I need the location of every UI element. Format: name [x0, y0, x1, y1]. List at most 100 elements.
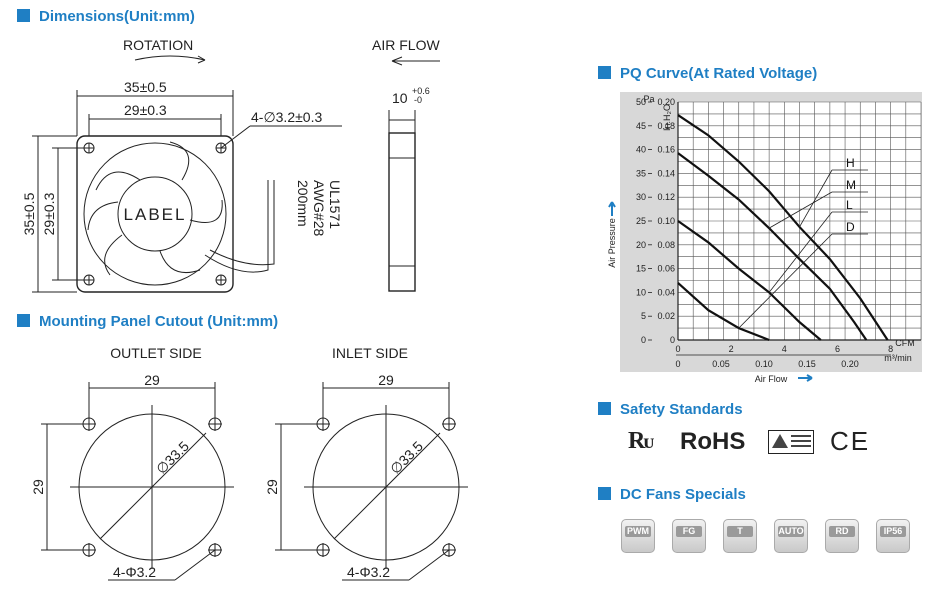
outlet-diameter: ∅33.5 [153, 438, 192, 477]
outlet-side-title: OUTLET SIDE [110, 345, 202, 361]
thickness-tol-upper: +0.6 [412, 86, 430, 96]
x-tick-m3: 0.15 [798, 359, 816, 369]
y-tick-pa: 5 [641, 311, 646, 321]
feature-badge-label: AUTO [778, 526, 804, 537]
auto-feature-icon: AUTO [774, 519, 808, 553]
curve-label-h: H [846, 156, 855, 170]
y-tick-pa: 45 [636, 121, 646, 131]
outlet-spacing-v: 29 [30, 479, 46, 495]
y-tick-inh2o: 0.06 [657, 264, 675, 274]
x-tick-cfm: 2 [729, 344, 734, 354]
outlet-holes: 4-Φ3.2 [113, 564, 156, 580]
y-tick-pa: 10 [636, 287, 646, 297]
fan-frame [76, 135, 234, 293]
curve-d [677, 282, 770, 342]
thickness-dim: 10 [392, 90, 408, 106]
x-tick-cfm: 8 [888, 344, 893, 354]
ul-mark-icon: Rᴜ [628, 428, 654, 455]
gs-certificate-icon [768, 430, 814, 454]
x-tick-m3: 0.10 [755, 359, 773, 369]
y-tick-pa: 30 [636, 192, 646, 202]
specials-title-text: DC Fans Specials [620, 486, 746, 503]
y-tick-pa: 50 [636, 97, 646, 107]
curve-leader [738, 233, 833, 329]
y-tick-pa: 25 [636, 216, 646, 226]
wire-spec-2: AWG#28 [311, 180, 327, 236]
section-marker-icon [598, 402, 611, 415]
ce-mark: CE [830, 426, 871, 456]
section-marker-icon [598, 487, 611, 500]
y-tick-pa: 15 [636, 264, 646, 274]
curve-label-l: L [846, 198, 853, 212]
y-tick-inh2o: 0.14 [657, 168, 675, 178]
y-unit-inh2o: In.H₂O [662, 104, 672, 131]
dimensions-section-title: Dimensions(Unit:mm) [17, 8, 195, 25]
y-tick-inh2o: 0.12 [657, 192, 675, 202]
mounting-section-title: Mounting Panel Cutout (Unit:mm) [17, 313, 278, 330]
hole-spec-dim: 4-∅3.2±0.3 [251, 109, 322, 125]
feature-badge-label: T [727, 526, 753, 537]
wire-spec-3: 200mm [295, 180, 311, 227]
mounting-cutout-drawing: OUTLET SIDE INLET SIDE 29 29 29 29 ∅33.5… [30, 345, 468, 581]
section-marker-icon [17, 314, 30, 327]
y-tick-pa: 40 [636, 145, 646, 155]
section-marker-icon [17, 9, 30, 22]
feature-badge-label: IP56 [880, 526, 906, 537]
curve-m [677, 152, 868, 341]
specials-section-title: DC Fans Specials [598, 486, 746, 503]
rd-feature-icon: RD [825, 519, 859, 553]
fan-dimension-drawing: ROTATION AIR FLOW 35±0.5 29±0.3 4-∅3.2±0… [21, 37, 440, 293]
x-axis-arrow-icon [798, 374, 813, 382]
y-tick-inh2o: 0.04 [657, 287, 675, 297]
x-tick-m3: 0 [675, 359, 680, 369]
curve-l [677, 220, 822, 341]
x-tick-cfm: 0 [675, 344, 680, 354]
fan-side-view [388, 132, 416, 292]
fan-label-text: LABEL [124, 205, 187, 224]
y-tick-pa: 35 [636, 168, 646, 178]
rohs-mark: RoHS [680, 428, 746, 455]
curve-leader [768, 211, 833, 293]
height-inner-dim: 29±0.3 [41, 192, 57, 235]
wire-spec-1: UL1571 [327, 180, 343, 229]
thickness-tol-lower: -0 [414, 95, 422, 105]
safety-section-title: Safety Standards [598, 401, 743, 418]
y-unit-pa: Pa [643, 94, 654, 104]
inlet-diameter: ∅33.5 [387, 438, 426, 477]
x-unit-m3: m³/min [884, 353, 912, 363]
x-axis-label: Air Flow [755, 374, 788, 384]
y-tick-pa: 0 [641, 335, 646, 345]
curve-leader [799, 169, 833, 228]
x-tick-m3: 0.05 [712, 359, 730, 369]
dimensions-title-text: Dimensions(Unit:mm) [39, 8, 195, 25]
y-tick-inh2o: 0.18 [657, 121, 675, 131]
y-tick-inh2o: 0.16 [657, 145, 675, 155]
y-tick-inh2o: 0.10 [657, 216, 675, 226]
y-tick-pa: 20 [636, 240, 646, 250]
feature-badge-label: FG [676, 526, 702, 537]
width-inner-dim: 29±0.3 [124, 102, 167, 118]
t-feature-icon: T [723, 519, 757, 553]
triangle-icon [772, 434, 788, 448]
pwm-feature-icon: PWM [621, 519, 655, 553]
ul-mark-u: ᴜ [643, 431, 654, 453]
feature-badge-label: RD [829, 526, 855, 537]
ip56-feature-icon: IP56 [876, 519, 910, 553]
y-tick-inh2o: 0.02 [657, 311, 675, 321]
x-tick-m3: 0.20 [841, 359, 859, 369]
x-tick-cfm: 4 [782, 344, 787, 354]
height-outer-dim: 35±0.5 [21, 192, 37, 235]
curve-leader [768, 191, 833, 229]
section-marker-icon [598, 66, 611, 79]
y-axis-label: Air Pressure [608, 218, 617, 268]
y-tick-inh2o: 0 [670, 335, 675, 345]
pq-section-title: PQ Curve(At Rated Voltage) [598, 65, 817, 82]
curve-label-d: D [846, 220, 855, 234]
curve-label-m: M [846, 178, 856, 192]
airflow-label: AIR FLOW [372, 37, 440, 53]
ul-mark-text: R [628, 428, 645, 454]
safety-title-text: Safety Standards [620, 401, 743, 418]
rotation-arrow-icon [134, 55, 206, 61]
mounting-title-text: Mounting Panel Cutout (Unit:mm) [39, 313, 279, 330]
